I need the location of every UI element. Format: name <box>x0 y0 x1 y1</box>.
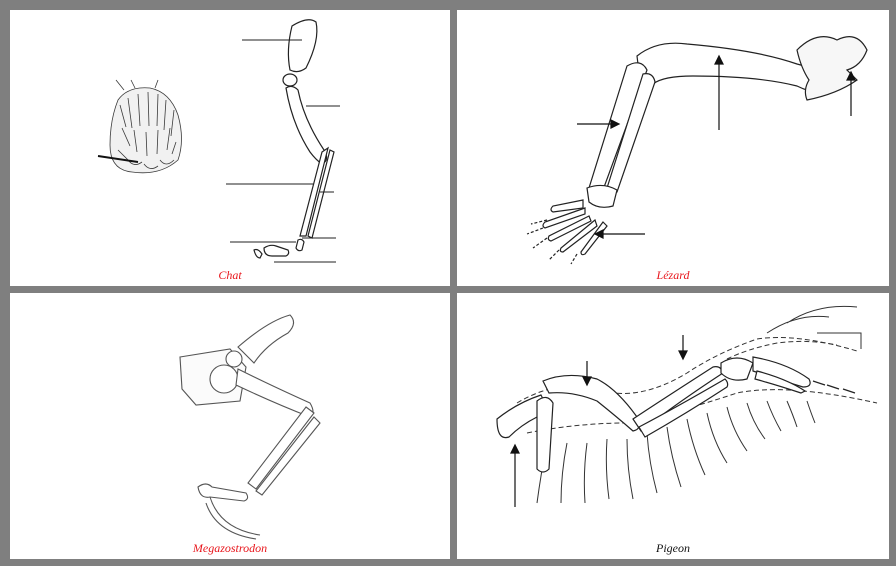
panel-pigeon: Pigeon <box>457 293 889 559</box>
megazostrodon-bones <box>180 315 320 539</box>
caption-lizard: Lézard <box>457 268 889 283</box>
panel-megazostrodon: Megazostrodon <box>10 293 450 559</box>
cat-bones <box>254 20 334 258</box>
lizard-limb-illustration <box>457 10 889 286</box>
panel-chat: Chat <box>10 10 450 286</box>
panel-lizard: Lézard <box>457 10 889 286</box>
megazostrodon-limb-illustration <box>10 293 450 559</box>
pigeon-wing-illustration <box>457 293 889 559</box>
cat-limb-illustration <box>10 10 450 286</box>
pigeon-bones <box>497 357 855 472</box>
caption-megazostrodon: Megazostrodon <box>10 541 450 556</box>
lizard-bones <box>527 37 867 264</box>
caption-pigeon: Pigeon <box>457 541 889 556</box>
caption-chat: Chat <box>10 268 450 283</box>
